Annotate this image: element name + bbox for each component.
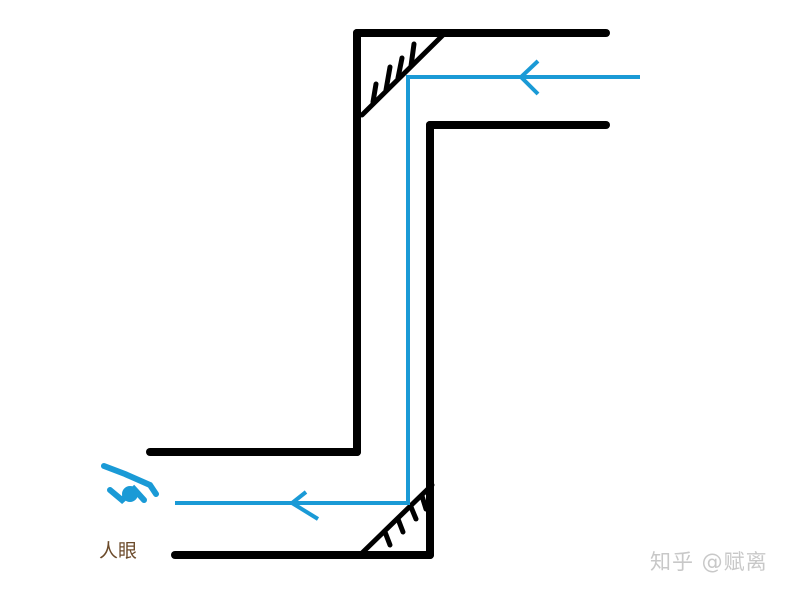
arrow-left-icon bbox=[518, 59, 540, 96]
arrow-left-icon bbox=[288, 490, 320, 521]
light-ray bbox=[175, 75, 640, 505]
bottom-mirror bbox=[359, 482, 435, 556]
eye-label: 人眼 bbox=[99, 540, 138, 562]
watermark: 知乎 @赋离 bbox=[650, 550, 768, 574]
eye-icon bbox=[101, 463, 159, 504]
top-mirror bbox=[359, 32, 446, 118]
